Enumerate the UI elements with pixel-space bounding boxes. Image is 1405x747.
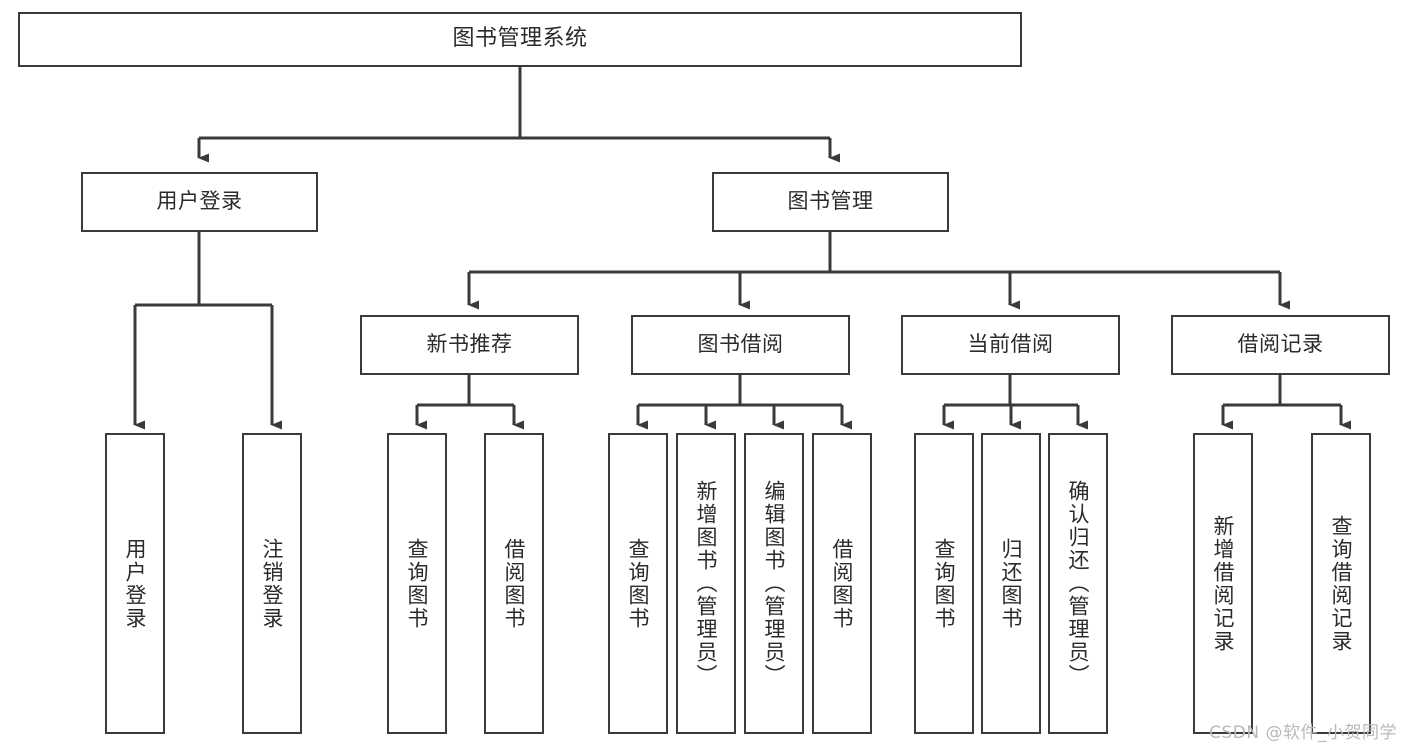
node-leaf-user-login-1[interactable]: 用户登录 (105, 433, 165, 734)
node-leaf-book-borrow-1-label: 查询图书 (626, 537, 651, 630)
node-current-borrow-label: 当前借阅 (967, 332, 1054, 357)
node-new-book-recommend[interactable]: 新书推荐 (360, 315, 579, 375)
node-root-label: 图书管理系统 (452, 26, 588, 52)
node-leaf-current-borrow-2-label: 归还图书 (999, 537, 1024, 630)
node-leaf-user-login-1-label: 用户登录 (123, 537, 148, 630)
node-book-borrow-label: 图书借阅 (697, 332, 784, 357)
node-leaf-book-borrow-4-label: 借阅图书 (830, 537, 855, 630)
node-leaf-book-borrow-1[interactable]: 查询图书 (608, 433, 668, 734)
node-book-manage[interactable]: 图书管理 (712, 172, 949, 232)
node-leaf-new-book-1[interactable]: 查询图书 (387, 433, 447, 734)
node-leaf-borrow-record-2[interactable]: 查询借阅记录 (1311, 433, 1371, 734)
node-root[interactable]: 图书管理系统 (18, 12, 1022, 67)
node-borrow-record[interactable]: 借阅记录 (1171, 315, 1390, 375)
watermark-text: CSDN @软件_小贺同学 (1209, 723, 1397, 743)
node-leaf-new-book-1-label: 查询图书 (405, 537, 430, 630)
node-user-login[interactable]: 用户登录 (81, 172, 318, 232)
node-leaf-book-borrow-2-label: 新增图书（管理员） (694, 480, 719, 687)
node-leaf-current-borrow-3-label: 确认归还（管理员） (1066, 480, 1091, 687)
node-leaf-new-book-2[interactable]: 借阅图书 (484, 433, 544, 734)
node-leaf-book-borrow-4[interactable]: 借阅图书 (812, 433, 872, 734)
node-new-book-recommend-label: 新书推荐 (426, 332, 513, 357)
node-leaf-current-borrow-3[interactable]: 确认归还（管理员） (1048, 433, 1108, 734)
node-leaf-book-borrow-3-label: 编辑图书（管理员） (762, 480, 787, 687)
node-user-login-label: 用户登录 (156, 189, 243, 214)
node-book-manage-label: 图书管理 (787, 189, 874, 214)
node-leaf-current-borrow-2[interactable]: 归还图书 (981, 433, 1041, 734)
node-leaf-current-borrow-1-label: 查询图书 (932, 537, 957, 630)
node-leaf-borrow-record-1[interactable]: 新增借阅记录 (1193, 433, 1253, 734)
node-leaf-book-borrow-2[interactable]: 新增图书（管理员） (676, 433, 736, 734)
node-leaf-borrow-record-2-label: 查询借阅记录 (1329, 514, 1354, 653)
node-borrow-record-label: 借阅记录 (1237, 332, 1324, 357)
node-leaf-current-borrow-1[interactable]: 查询图书 (914, 433, 974, 734)
node-leaf-borrow-record-1-label: 新增借阅记录 (1211, 514, 1236, 653)
node-leaf-new-book-2-label: 借阅图书 (502, 537, 527, 630)
node-leaf-book-borrow-3[interactable]: 编辑图书（管理员） (744, 433, 804, 734)
node-current-borrow[interactable]: 当前借阅 (901, 315, 1120, 375)
node-leaf-user-login-2[interactable]: 注销登录 (242, 433, 302, 734)
node-book-borrow[interactable]: 图书借阅 (631, 315, 850, 375)
node-leaf-user-login-2-label: 注销登录 (260, 537, 285, 630)
